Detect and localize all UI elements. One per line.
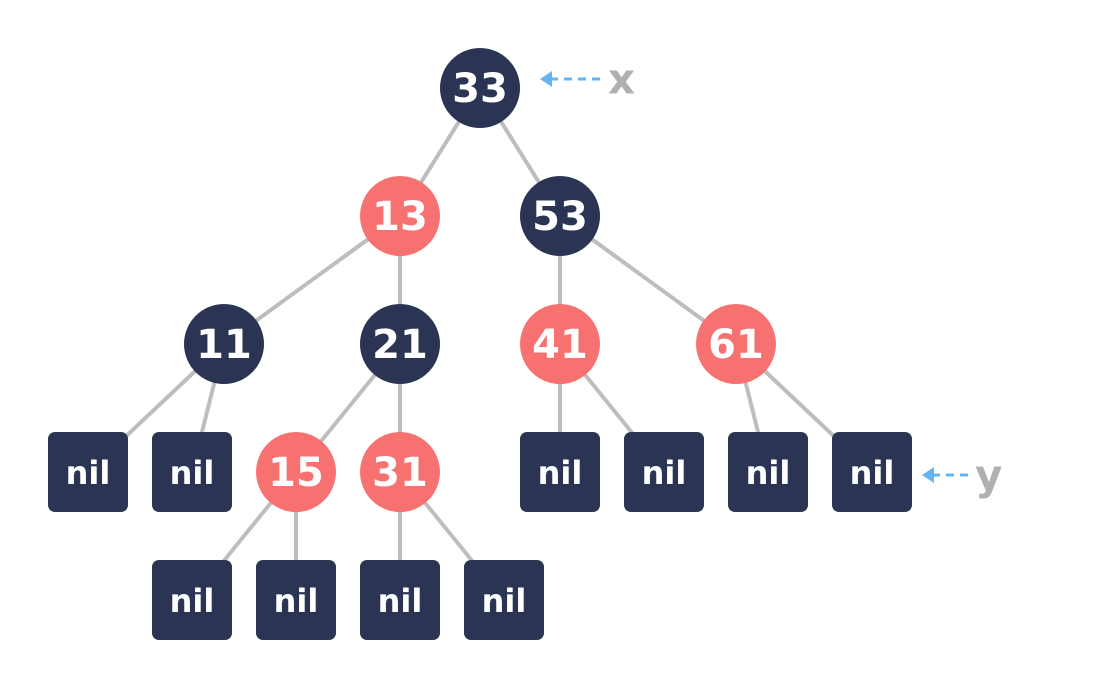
pointer-annotations: xy: [540, 55, 1002, 500]
arrow-left-icon: [540, 71, 552, 87]
nil-leaf-box: [624, 432, 704, 512]
tree-nodes: 33 13 53 11 21 41 61 nil nil 15 31 nil nil nil nil nil n…: [48, 48, 912, 640]
black-node-circle: [440, 48, 520, 128]
nil-label: nil: [170, 582, 215, 620]
nil-label: nil: [642, 454, 687, 492]
nil-leaf-box: [464, 560, 544, 640]
nil-leaf: nil: [152, 560, 232, 640]
nil-leaf-box: [152, 560, 232, 640]
node-key-label: 33: [452, 66, 508, 112]
nil-leaf-box: [520, 432, 600, 512]
nil-label: nil: [850, 454, 895, 492]
nil-leaf-box: [832, 432, 912, 512]
nil-label: nil: [538, 454, 583, 492]
nil-leaf: nil: [624, 432, 704, 512]
black-node-circle: [520, 176, 600, 256]
nil-leaf-box: [256, 560, 336, 640]
nil-label: nil: [746, 454, 791, 492]
tree-node-33: 33: [440, 48, 520, 128]
nil-leaf-box: [728, 432, 808, 512]
nil-leaf: nil: [360, 560, 440, 640]
pointer-y: y: [922, 451, 1002, 500]
node-key-label: 15: [268, 450, 324, 496]
red-node-circle: [520, 304, 600, 384]
node-key-label: 11: [196, 322, 252, 368]
tree-node-21: 21: [360, 304, 440, 384]
arrow-left-icon: [922, 467, 934, 483]
tree-node-61: 61: [696, 304, 776, 384]
nil-leaf: nil: [256, 560, 336, 640]
nil-leaf: nil: [520, 432, 600, 512]
black-node-circle: [184, 304, 264, 384]
tree-node-13: 13: [360, 176, 440, 256]
nil-leaf-box: [48, 432, 128, 512]
red-node-circle: [360, 176, 440, 256]
red-node-circle: [256, 432, 336, 512]
tree-node-31: 31: [360, 432, 440, 512]
nil-leaf-box: [152, 432, 232, 512]
nil-leaf: nil: [464, 560, 544, 640]
nil-leaf: nil: [48, 432, 128, 512]
nil-label: nil: [482, 582, 527, 620]
tree-node-15: 15: [256, 432, 336, 512]
red-node-circle: [360, 432, 440, 512]
node-key-label: 53: [532, 194, 588, 240]
nil-leaf: nil: [728, 432, 808, 512]
nil-label: nil: [66, 454, 111, 492]
nil-leaf: nil: [152, 432, 232, 512]
tree-node-11: 11: [184, 304, 264, 384]
red-node-circle: [696, 304, 776, 384]
nil-label: nil: [274, 582, 319, 620]
node-key-label: 13: [372, 194, 428, 240]
tree-node-41: 41: [520, 304, 600, 384]
nil-label: nil: [170, 454, 215, 492]
nil-label: nil: [378, 582, 423, 620]
pointer-label: y: [975, 451, 1002, 500]
node-key-label: 41: [532, 322, 588, 368]
node-key-label: 31: [372, 450, 428, 496]
tree-node-53: 53: [520, 176, 600, 256]
black-node-circle: [360, 304, 440, 384]
node-key-label: 21: [372, 322, 428, 368]
node-key-label: 61: [708, 322, 764, 368]
nil-leaf-box: [360, 560, 440, 640]
pointer-x: x: [540, 55, 635, 104]
nil-leaf: nil: [832, 432, 912, 512]
pointer-label: x: [608, 55, 635, 104]
